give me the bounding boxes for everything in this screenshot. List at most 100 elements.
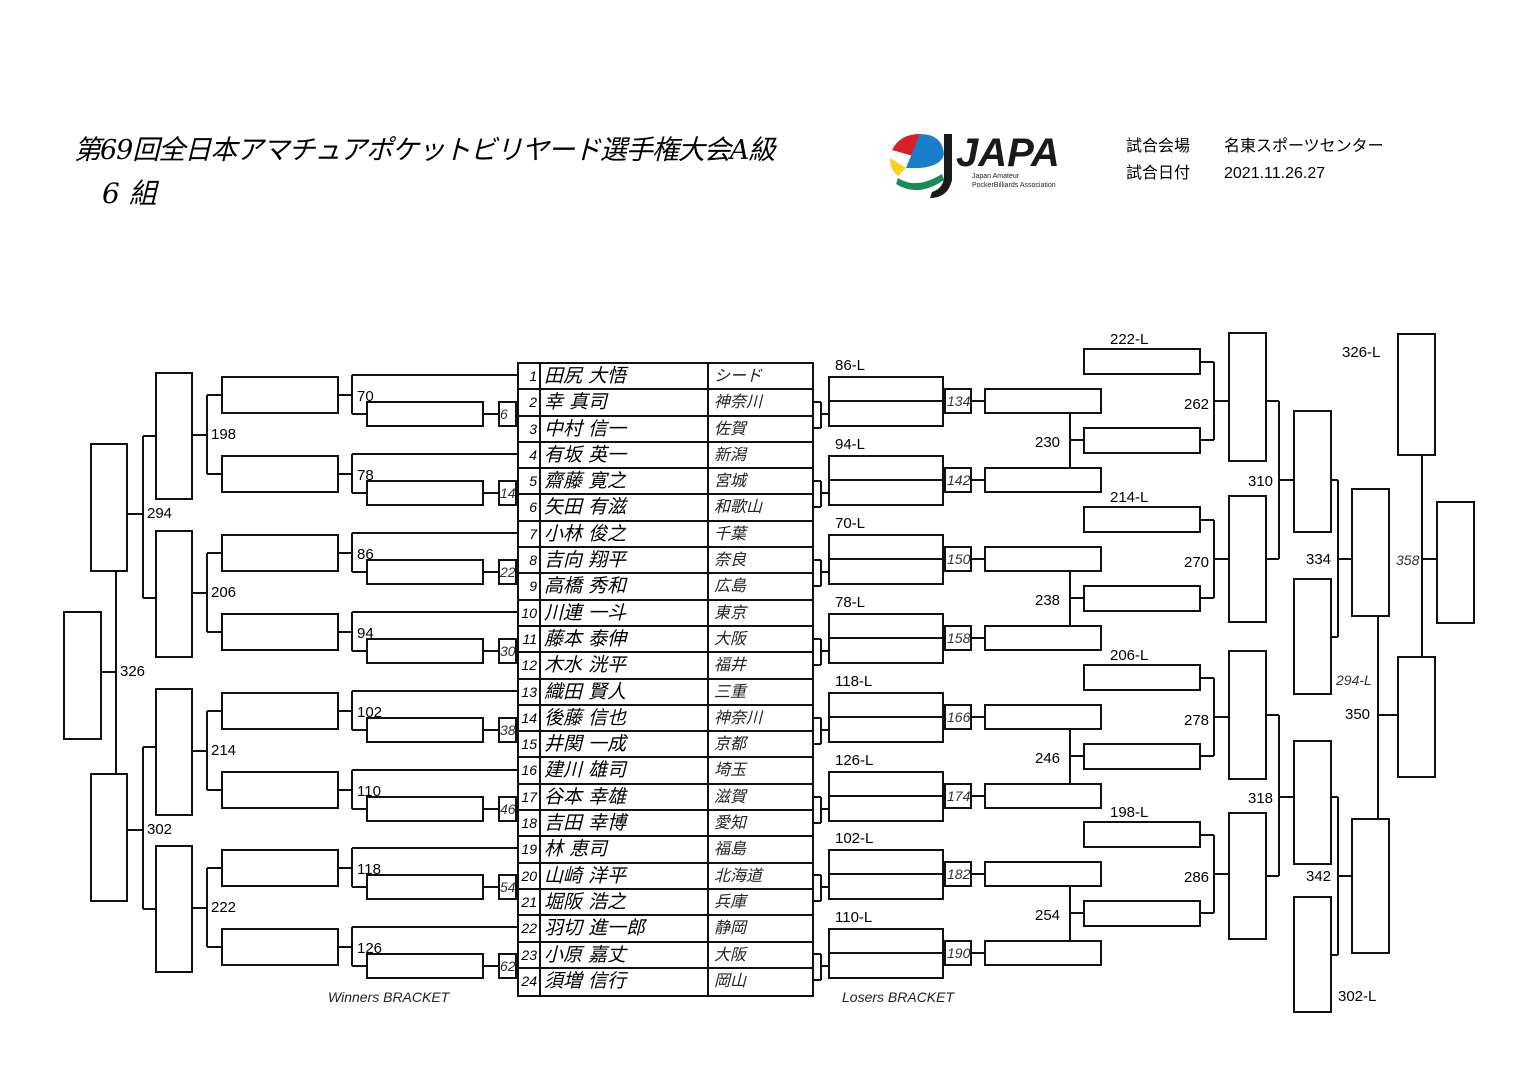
match-slot: [366, 637, 484, 664]
player-name: 須増 信行: [541, 968, 709, 996]
bracket-line: [352, 452, 517, 455]
loser-source: 198-L: [1110, 804, 1149, 822]
bracket-line: [820, 638, 822, 665]
bracket-line: [352, 965, 366, 968]
match-number-l3: 262: [1184, 396, 1210, 413]
match-number-r3: 198: [211, 426, 237, 443]
bracket-line: [813, 716, 821, 719]
match-box-small: [944, 861, 972, 888]
player-name: 林 恵司: [541, 837, 709, 862]
bracket-line: [821, 886, 828, 889]
bracket-line: [1201, 439, 1214, 441]
player-number: 22: [519, 916, 541, 941]
bracket-line: [352, 807, 366, 810]
match-slot: [1083, 348, 1201, 375]
loser-source: 110-L: [835, 909, 873, 927]
winners-final-slot: [63, 611, 102, 740]
match-number-r2: 70: [357, 388, 374, 405]
player-number: 1: [519, 364, 541, 389]
bracket-line: [352, 413, 366, 415]
match-number-r3: 222: [211, 899, 237, 917]
player-name: 有坂 英一: [541, 442, 709, 468]
bracket-line: [207, 473, 221, 475]
player-prefecture: 静岡: [714, 918, 747, 938]
loser-source: 214-L: [1110, 488, 1149, 506]
match-slot: [1351, 818, 1390, 954]
match-number-r2: 102: [357, 703, 383, 721]
bracket-line: [1070, 596, 1083, 599]
bracket-line: [352, 926, 517, 929]
bracket-line: [813, 821, 821, 824]
match-number-r1: 38: [500, 721, 516, 738]
bracket-line: [352, 847, 517, 850]
bracket-line: [813, 584, 821, 587]
match-number-l1: 174: [947, 787, 971, 804]
match-box-small: [944, 703, 972, 730]
bracket-line: [828, 715, 944, 718]
match-number-r2: 94: [357, 624, 374, 642]
match-number-r1: 54: [500, 879, 516, 896]
match-slot: [984, 940, 1102, 967]
player-number: 6: [519, 495, 541, 520]
bracket-line: [813, 663, 821, 666]
player-name: 齋藤 寛之: [541, 469, 709, 494]
match-slot: [1228, 332, 1267, 462]
bracket-line: [484, 807, 498, 810]
match-slot: [1228, 812, 1267, 940]
match-slot: [221, 928, 339, 967]
bracket-line: [351, 690, 353, 730]
player-prefecture: 東京: [714, 602, 747, 622]
match-box-small: [498, 637, 517, 664]
bracket-line: [828, 873, 944, 876]
venue-info: 試合会場名東スポーツセンター: [1126, 132, 1384, 156]
bracket-line: [1201, 834, 1214, 837]
bracket-line: [207, 946, 221, 949]
bracket-line: [972, 400, 984, 402]
player-prefecture: 神奈川: [714, 707, 763, 727]
match-slot: [1228, 495, 1267, 623]
bracket-line: [352, 689, 517, 692]
player-name: 藤本 泰伸: [541, 626, 709, 652]
bracket-line: [339, 472, 352, 475]
player-name: 羽切 進一郎: [541, 916, 709, 941]
match-slot: [221, 533, 339, 572]
bracket-line: [352, 491, 366, 494]
player-number: 24: [519, 968, 541, 996]
player-name: 井関 一成: [541, 732, 709, 757]
bracket-line: [352, 768, 517, 771]
bracket-line: [1214, 557, 1228, 560]
bracket-line: [1201, 912, 1214, 915]
bracket-line: [813, 795, 821, 798]
bracket-line: [828, 557, 944, 560]
bracket-line: [207, 630, 221, 633]
bracket-line: [972, 636, 984, 639]
bracket-line: [1267, 400, 1279, 402]
bracket-line: [339, 946, 352, 949]
bracket-line: [484, 491, 498, 494]
match-slot: [90, 443, 128, 572]
match-slot: [1083, 821, 1201, 849]
match-box-small: [498, 401, 517, 427]
player-name: 後藤 信也: [541, 705, 709, 731]
match-slot: [366, 401, 484, 427]
bracket-line: [828, 952, 944, 955]
bracket-line: [143, 435, 155, 437]
bracket-line: [352, 649, 366, 652]
bracket-line: [820, 717, 822, 744]
match-slot: [366, 795, 484, 822]
bracket-line: [1338, 558, 1351, 560]
bracket-line: [207, 551, 221, 554]
match-number-l6: 350: [1345, 706, 1371, 723]
bracket-line: [352, 886, 366, 889]
bracket-line: [1278, 715, 1280, 876]
bracket-line: [821, 807, 828, 810]
bracket-line: [828, 636, 944, 639]
match-number-r1: 22: [500, 563, 516, 580]
match-box-small: [944, 782, 972, 809]
player-prefecture: 広島: [714, 576, 747, 596]
